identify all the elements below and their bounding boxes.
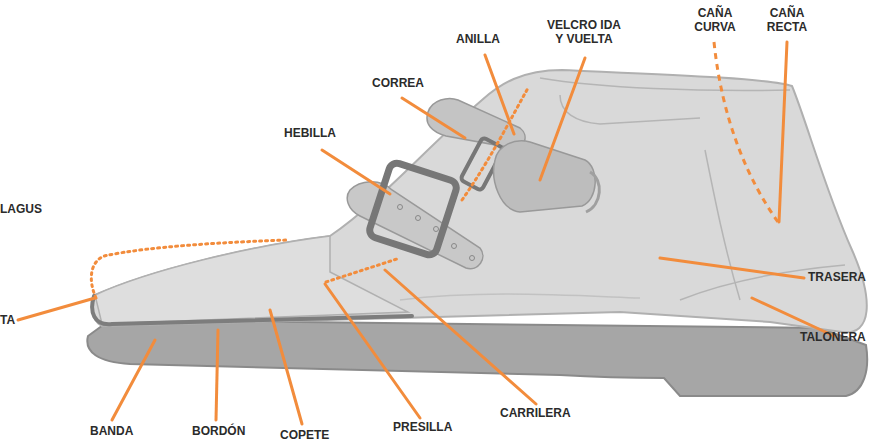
upper xyxy=(93,70,867,332)
sole xyxy=(87,320,867,396)
part-label: TALONERA xyxy=(800,330,866,344)
part-label: PRESILLA xyxy=(393,420,452,434)
part-label: LAGUS xyxy=(0,202,42,216)
part-label: TRASERA xyxy=(808,270,866,284)
part-label: BORDÓN xyxy=(192,424,245,438)
part-label: BANDA xyxy=(90,424,133,438)
part-label: CAÑA RECTA xyxy=(762,6,812,34)
part-label: CAÑA CURVA xyxy=(690,6,740,34)
part-label: ANILLA xyxy=(456,32,500,46)
part-label: COPETE xyxy=(280,428,329,442)
welt xyxy=(92,296,412,324)
part-label: CORREA xyxy=(372,76,424,90)
velcro-tab xyxy=(494,141,595,212)
part-label: TA xyxy=(0,313,15,327)
part-label: CARRILERA xyxy=(500,406,571,420)
part-label: HEBILLA xyxy=(284,126,336,140)
part-label: VELCRO IDA Y VUELTA xyxy=(542,18,626,46)
buckle xyxy=(368,161,459,257)
